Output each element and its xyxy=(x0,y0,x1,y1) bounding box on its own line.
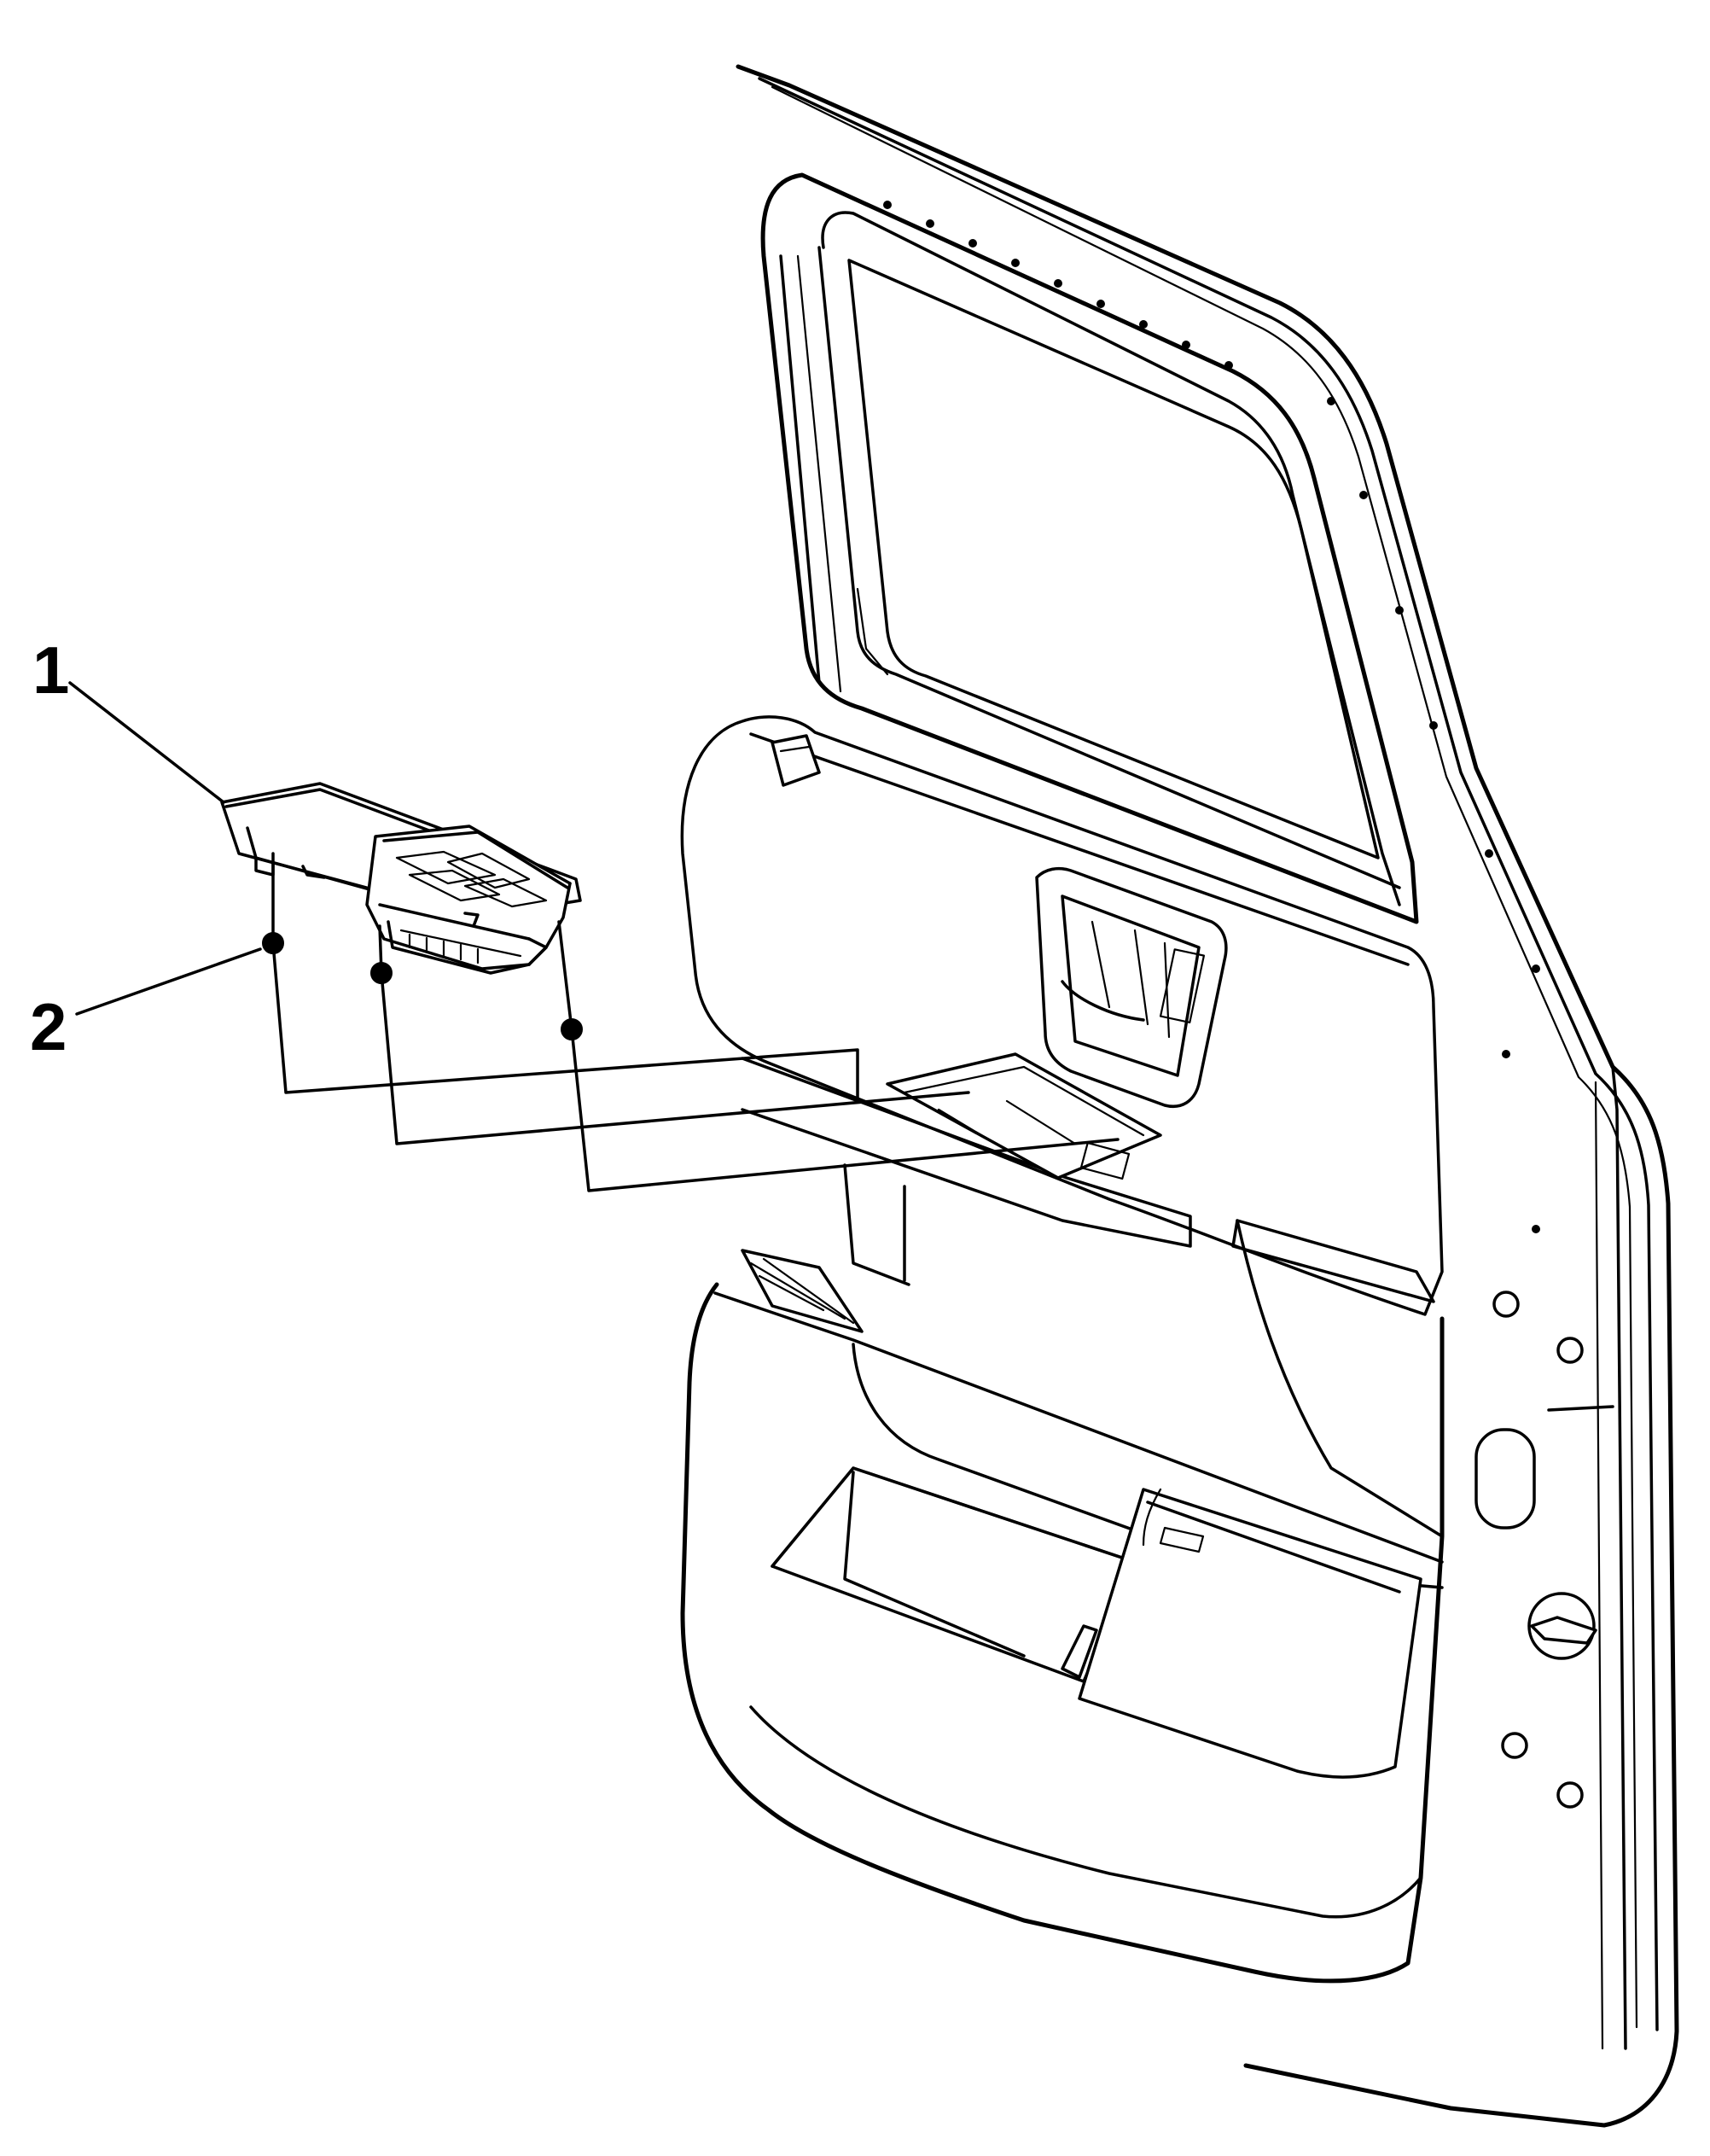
assembly-lines xyxy=(271,852,1120,1192)
seal-dots xyxy=(883,201,1540,1233)
callout-1: 1 xyxy=(32,632,225,804)
door-shell xyxy=(736,64,1679,2128)
switch-bezel xyxy=(220,782,582,975)
callout-1-label: 1 xyxy=(32,632,69,708)
callout-2: 2 xyxy=(30,947,262,1064)
callout-2-label: 2 xyxy=(30,989,67,1064)
panel-holes xyxy=(1474,1291,1614,1809)
callout-2-leader xyxy=(75,947,262,1016)
callout-1-leader xyxy=(68,681,225,804)
door-trim-panel xyxy=(680,715,1445,1984)
